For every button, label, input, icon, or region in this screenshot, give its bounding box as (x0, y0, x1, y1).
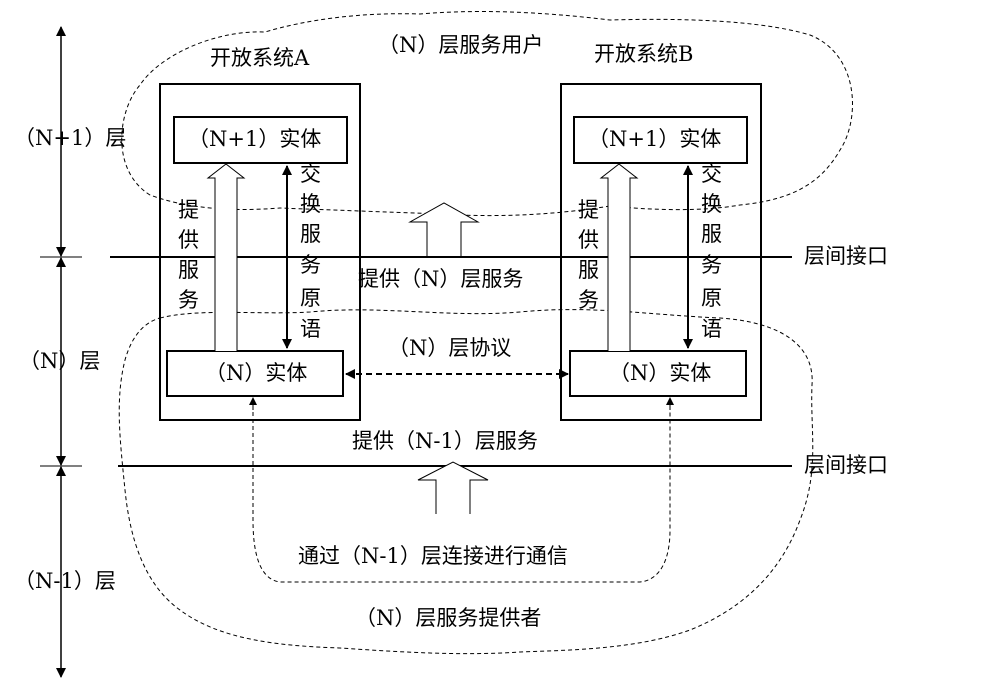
system-a-provide-service-label: 提 供 服 务 (178, 198, 199, 312)
vertical-char: 服 (178, 258, 199, 282)
vertical-char: 语 (701, 317, 722, 341)
vertical-char: 服 (701, 222, 722, 246)
vertical-char: 务 (578, 288, 599, 312)
provide-n1-service-label: 提供（N-1）层服务 (352, 429, 538, 453)
service-provider-label: （N）层服务提供者 (355, 606, 541, 630)
system-b-box (560, 83, 762, 421)
vertical-char: 交 (701, 162, 722, 186)
system-b-title: 开放系统B (594, 42, 693, 66)
system-b-lower-entity-label: （N）实体 (609, 361, 711, 385)
system-b-exchange-primitive-label: 交 换 服 务 原 语 (701, 162, 722, 341)
vertical-char: 服 (300, 222, 321, 246)
system-a-box (159, 83, 361, 421)
system-a-upper-entity-label: （N+1）实体 (188, 127, 321, 151)
interface-label-upper: 层间接口 (804, 244, 888, 268)
vertical-char: 务 (300, 253, 321, 277)
provide-n-service-label: 提供（N）层服务 (358, 267, 523, 291)
vertical-char: 换 (300, 192, 321, 216)
service-user-label: （N）层服务用户 (378, 33, 543, 57)
service-provider-region (118, 309, 814, 655)
provide-n-service-arrow (408, 202, 480, 256)
n-protocol-label: （N）层协议 (388, 336, 511, 360)
system-b-provide-service-label: 提 供 服 务 (578, 198, 599, 312)
system-a-provide-service-arrow (206, 163, 246, 351)
system-b-upper-entity-label: （N+1）实体 (588, 127, 721, 151)
n1-connection-label: 通过（N-1）层连接进行通信 (298, 544, 568, 568)
interface-label-lower: 层间接口 (804, 453, 888, 477)
vertical-char: 语 (300, 317, 321, 341)
vertical-char: 提 (178, 198, 199, 222)
layer-label-middle: （N）层 (19, 349, 100, 373)
system-b-provide-service-arrow (599, 163, 639, 351)
vertical-char: 服 (578, 258, 599, 282)
vertical-char: 原 (300, 286, 321, 310)
layer-label-upper: （N+1）层 (14, 126, 126, 150)
system-a-lower-entity-box (166, 350, 344, 397)
vertical-char: 换 (701, 192, 722, 216)
vertical-char: 原 (701, 286, 722, 310)
n1-communication-path (252, 398, 671, 583)
system-b-lower-entity-box (569, 350, 747, 397)
system-a-lower-entity-label: （N）实体 (205, 361, 307, 385)
system-a-upper-entity-box (173, 116, 348, 164)
vertical-char: 务 (178, 288, 199, 312)
vertical-char: 供 (578, 228, 599, 252)
vertical-char: 交 (300, 162, 321, 186)
provide-n1-service-arrow (417, 461, 489, 514)
vertical-char: 务 (701, 253, 722, 277)
system-a-title: 开放系统A (210, 46, 310, 70)
vertical-char: 供 (178, 228, 199, 252)
system-b-upper-entity-box (573, 116, 748, 164)
system-a-exchange-primitive-label: 交 换 服 务 原 语 (300, 162, 321, 341)
vertical-char: 提 (578, 198, 599, 222)
layer-label-lower: （N-1）层 (14, 569, 116, 593)
